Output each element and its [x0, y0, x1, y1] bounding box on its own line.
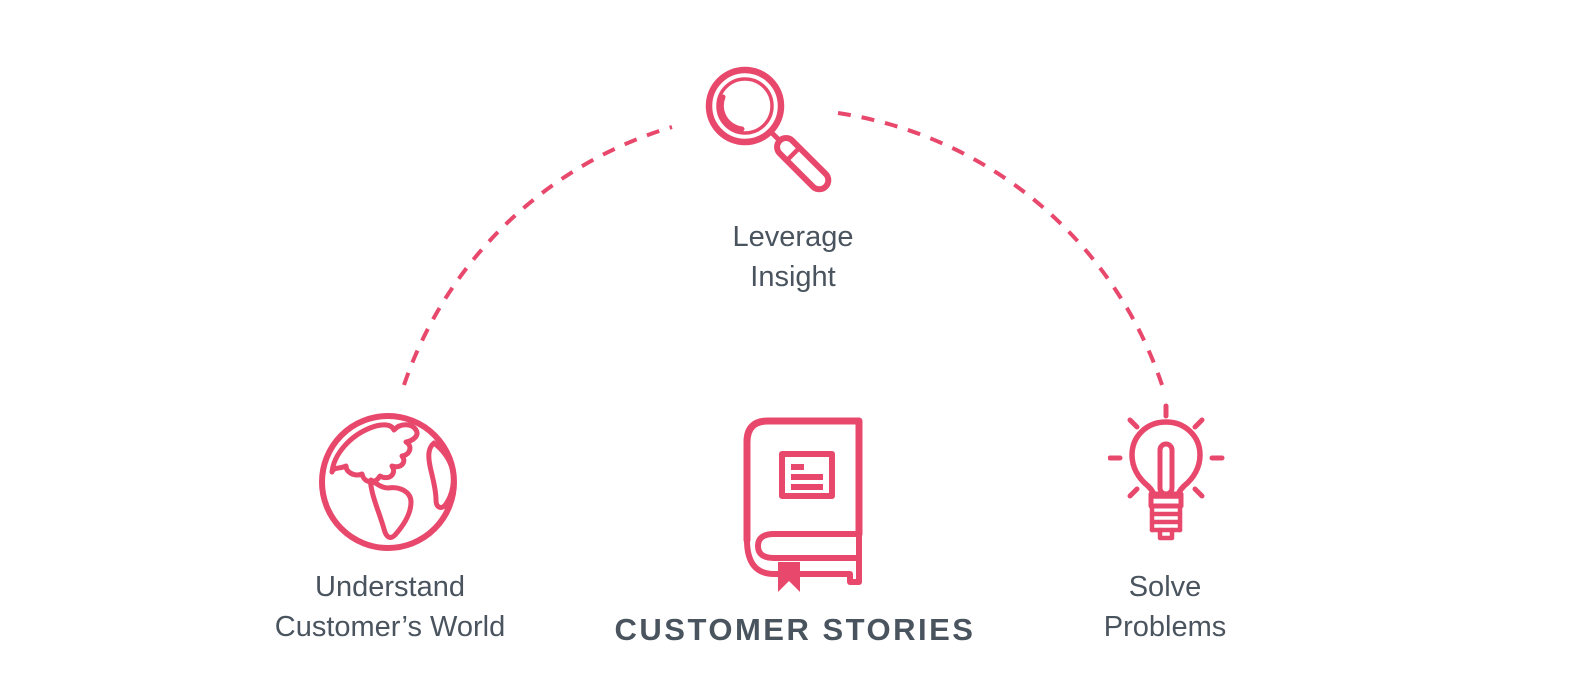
center-title-customer-stories: CUSTOMER STORIES — [614, 612, 976, 647]
label-line: Leverage — [732, 221, 854, 253]
book-bookmark — [778, 562, 800, 592]
book-icon — [743, 417, 863, 592]
book-pages-bottom — [744, 537, 862, 585]
dashed-arc-left — [402, 125, 673, 386]
dashed-arc-right — [837, 111, 1165, 389]
book-cover-label — [779, 451, 835, 499]
label-line: Insight — [750, 261, 836, 293]
globe-continent-east — [426, 440, 456, 510]
label-line: Customer’s World — [274, 611, 506, 643]
label-line: Solve — [1128, 571, 1202, 603]
magnifier-handle — [768, 129, 832, 193]
node-label-solve-problems: Solve Problems — [1040, 567, 1290, 647]
magnifier-lens-inner — [716, 77, 774, 135]
book-pages-top — [755, 531, 862, 561]
label-line: Understand — [315, 571, 465, 603]
lightbulb-base — [1149, 503, 1183, 541]
magnifier-lens-highlight — [718, 94, 745, 132]
lightbulb-rays — [1108, 403, 1225, 499]
magnifier-lens-outer — [705, 66, 785, 146]
book-label-lines — [791, 464, 823, 490]
lightbulb-holder — [1148, 491, 1184, 509]
book-cover — [743, 417, 863, 544]
node-label-leverage-insight: Leverage Insight — [643, 217, 943, 297]
lightbulb-bulb — [1129, 419, 1203, 499]
globe-icon — [319, 413, 457, 551]
lightbulb-filament — [1157, 441, 1175, 497]
globe-continent-north — [329, 422, 420, 485]
globe-continent-south — [368, 477, 414, 540]
node-label-understand-customers-world: Understand Customer’s World — [215, 567, 565, 647]
lightbulb-icon — [1108, 403, 1225, 541]
label-line: Problems — [1103, 611, 1227, 643]
magnifier-icon — [705, 66, 832, 193]
